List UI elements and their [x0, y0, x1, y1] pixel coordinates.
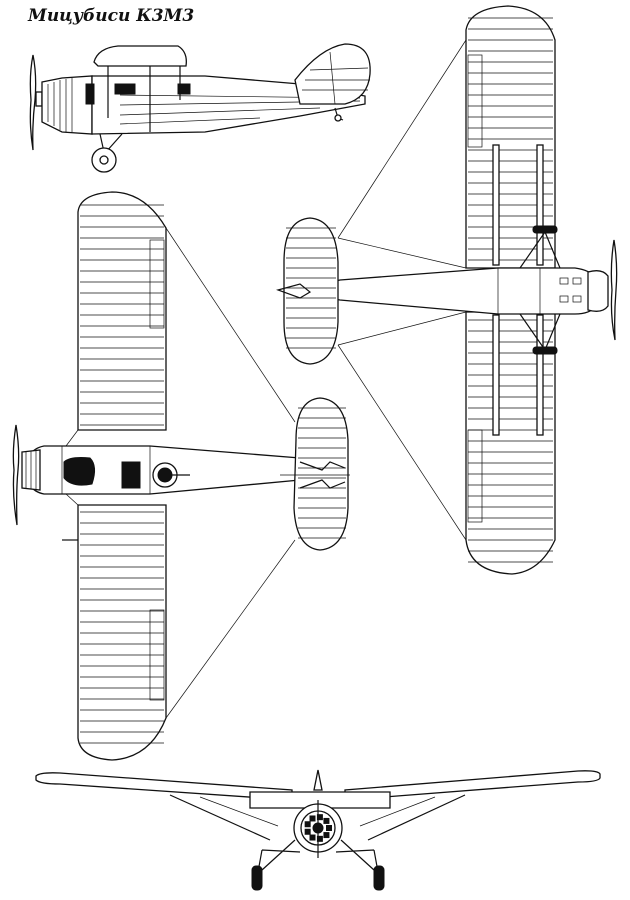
front-view — [35, 769, 601, 891]
top-view — [12, 191, 350, 761]
engine-cylinder — [309, 834, 316, 841]
engine-cylinder — [323, 832, 330, 839]
side-view — [29, 43, 371, 173]
engine-cylinder — [304, 828, 311, 835]
engine-cylinder — [309, 815, 316, 822]
bottom-view — [276, 5, 618, 575]
engine-cylinder — [304, 821, 311, 828]
engine-cylinder — [323, 817, 330, 824]
drawing-title: Мицубиси К3М3 — [28, 6, 195, 26]
engine-cylinder — [326, 825, 332, 831]
